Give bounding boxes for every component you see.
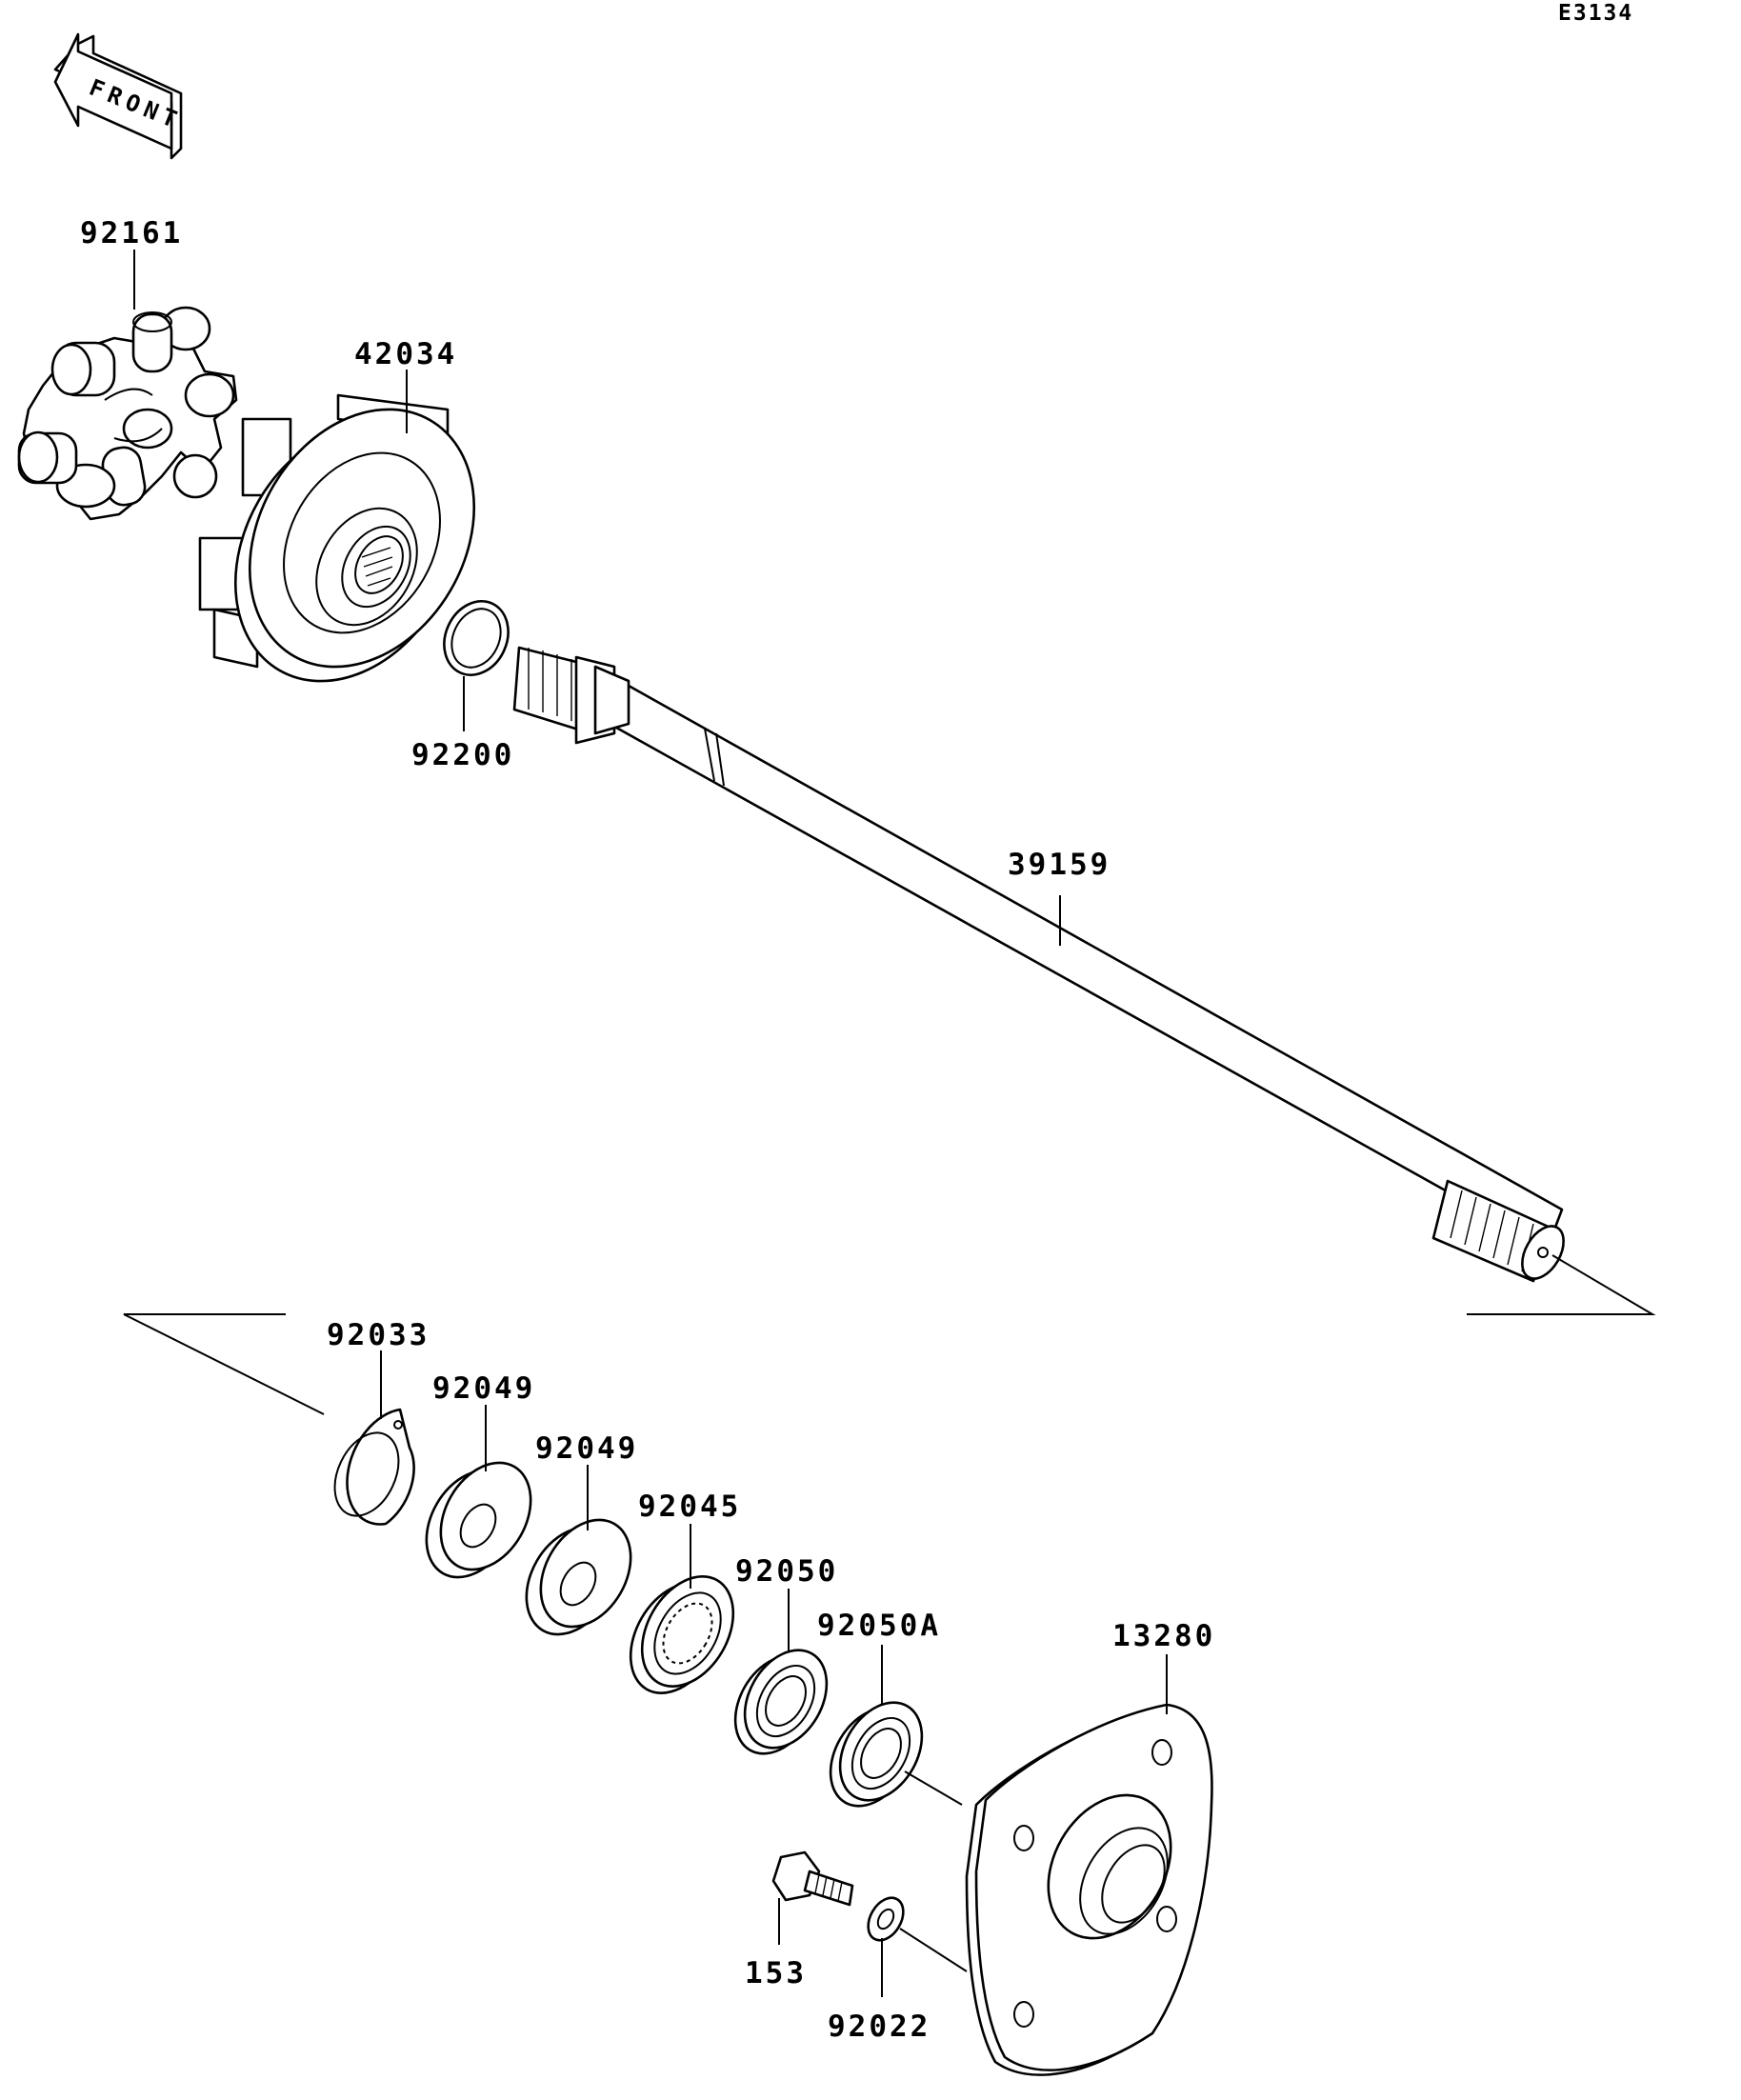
part-39159-drive-shaft[interactable] bbox=[512, 646, 1572, 1286]
part-92050A-bearing[interactable] bbox=[814, 1688, 939, 1820]
part-92050-bearing[interactable] bbox=[719, 1635, 844, 1768]
assembly-line-washer bbox=[899, 1928, 968, 1972]
assembly-line-right bbox=[1467, 1254, 1656, 1315]
part-92033-circlip[interactable] bbox=[322, 1408, 415, 1526]
label-92161: 92161 bbox=[80, 216, 183, 250]
label-92049-a: 92049 bbox=[432, 1371, 535, 1406]
part-92045-bearing[interactable] bbox=[612, 1560, 752, 1709]
part-92049-seal-b[interactable] bbox=[509, 1504, 650, 1650]
part-13280-housing[interactable] bbox=[965, 1703, 1213, 2076]
label-92050A: 92050A bbox=[817, 1609, 941, 1643]
label-92049-b: 92049 bbox=[535, 1431, 638, 1466]
label-92045: 92045 bbox=[638, 1490, 741, 1524]
part-92049-seal-a[interactable] bbox=[409, 1447, 550, 1593]
assembly-line-left bbox=[123, 1313, 325, 1415]
label-13280: 13280 bbox=[1112, 1619, 1215, 1653]
leader-lines bbox=[133, 250, 1168, 1997]
front-direction-arrow: FRONT bbox=[53, 32, 186, 160]
label-42034: 42034 bbox=[354, 337, 457, 371]
label-92050: 92050 bbox=[735, 1554, 838, 1589]
part-153-bolt[interactable] bbox=[771, 1850, 854, 1907]
label-92033: 92033 bbox=[327, 1318, 430, 1352]
part-92200-washer[interactable] bbox=[432, 590, 520, 686]
label-92200: 92200 bbox=[411, 738, 514, 772]
label-92022: 92022 bbox=[828, 2010, 931, 2044]
assembly-line-bearing bbox=[904, 1770, 963, 1806]
reference-code: E3134 bbox=[1558, 1, 1633, 26]
part-42034-coupling[interactable] bbox=[190, 369, 519, 722]
part-92022-washer[interactable] bbox=[861, 1891, 911, 1947]
part-92161-damper[interactable] bbox=[17, 306, 238, 521]
label-153: 153 bbox=[745, 1956, 807, 1990]
label-39159: 39159 bbox=[1008, 848, 1111, 882]
